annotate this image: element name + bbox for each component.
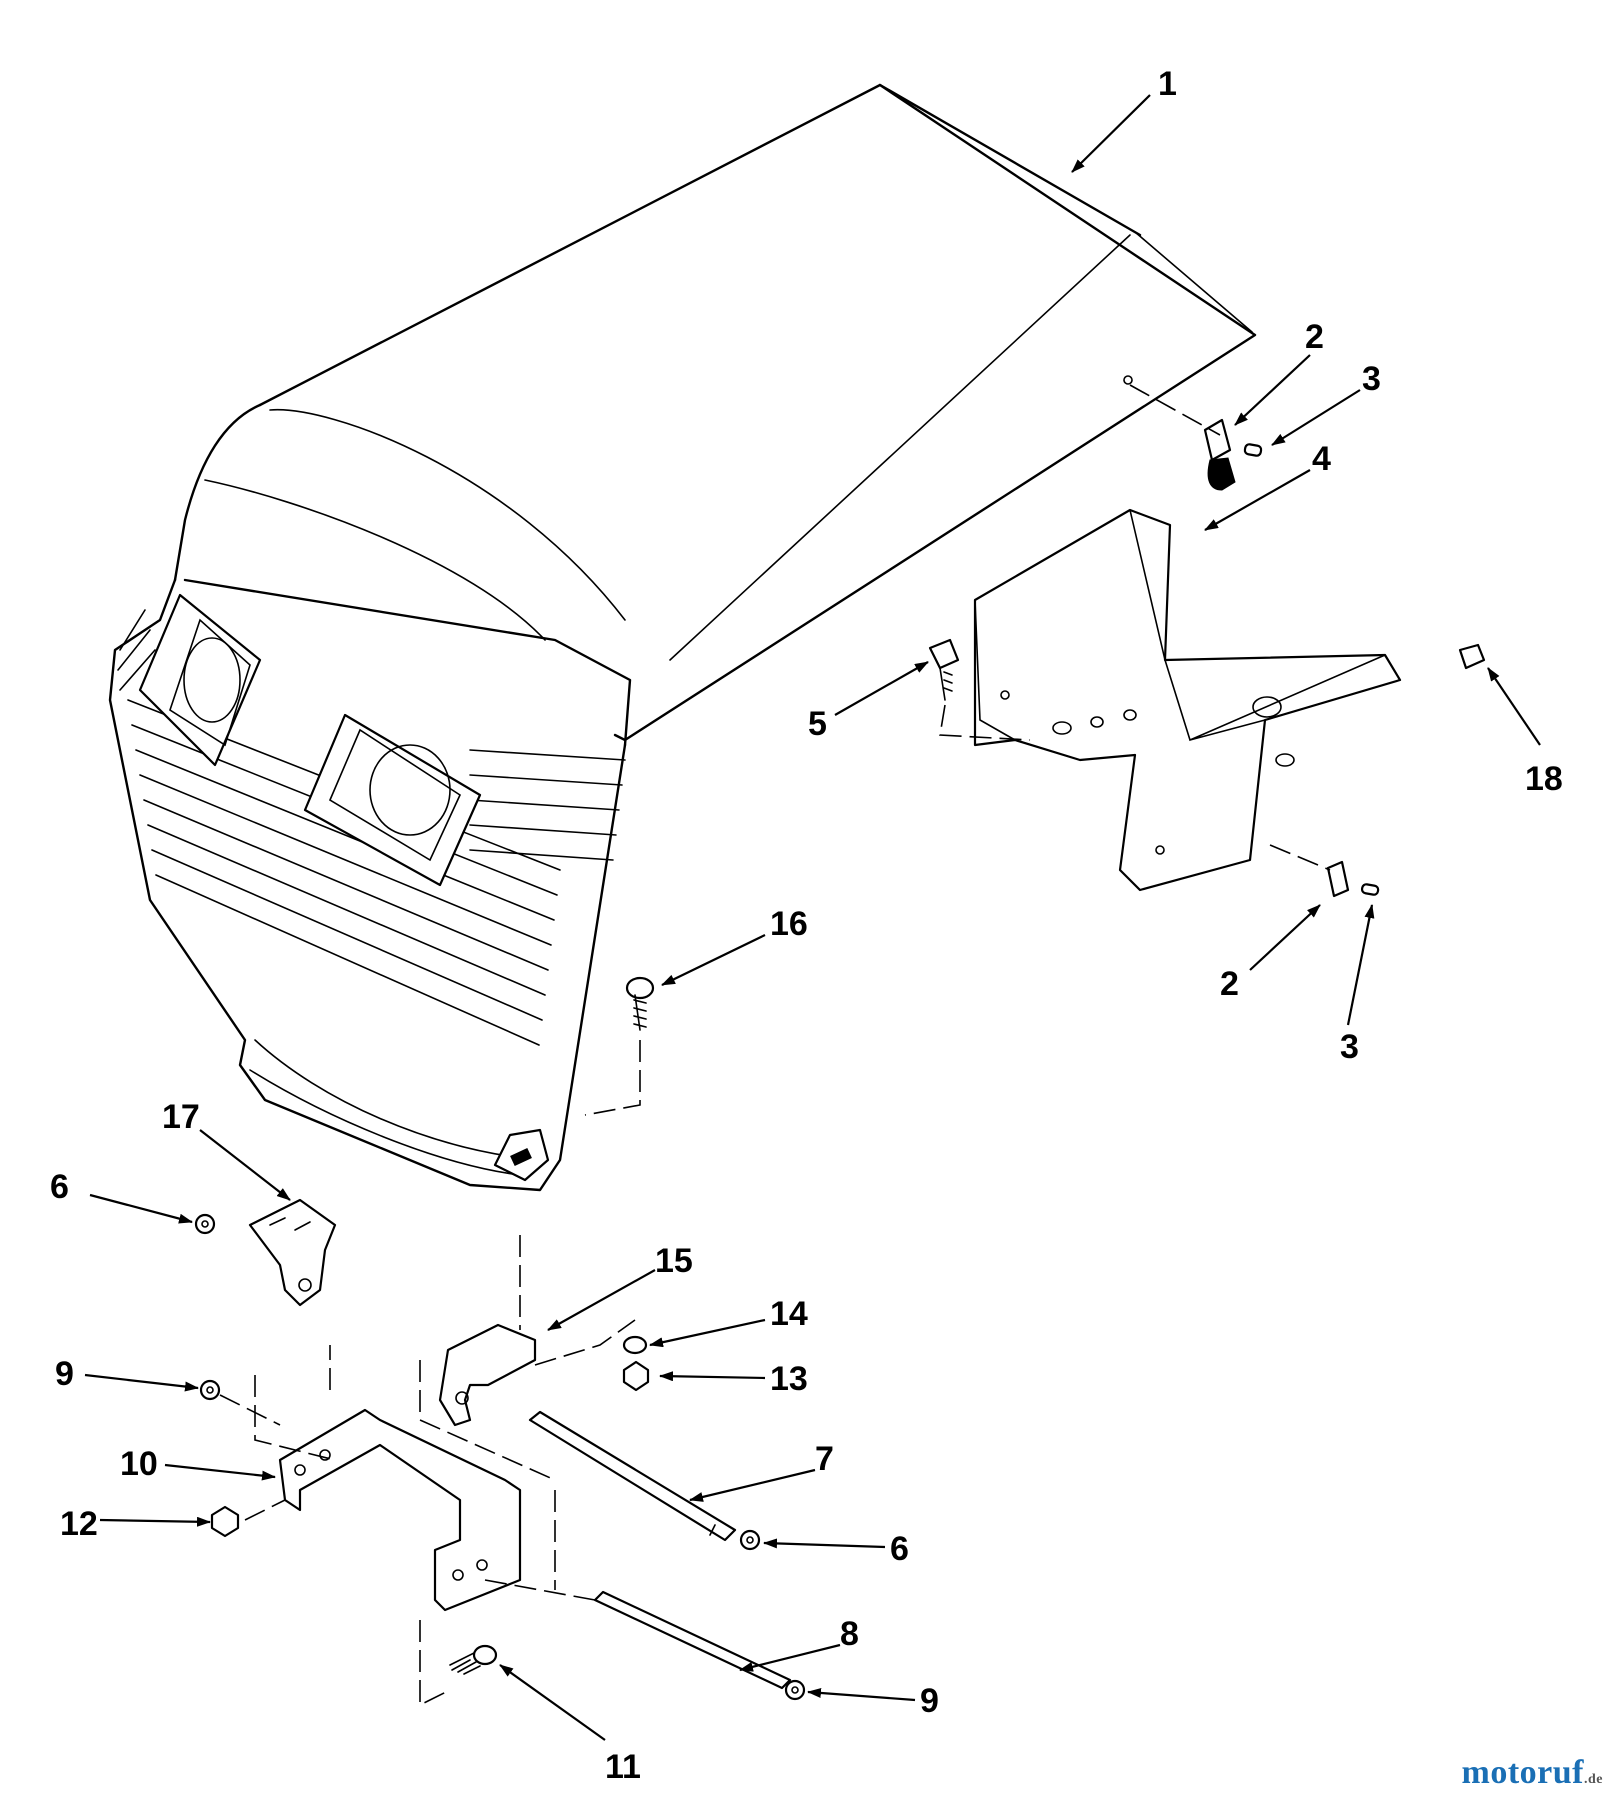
hood-bracket <box>973 508 1402 892</box>
callout-2-bottom: 2 <box>1220 965 1239 1003</box>
callout-1: 1 <box>1158 65 1177 103</box>
callout-11: 11 <box>605 1748 641 1786</box>
callout-2-top: 2 <box>1305 318 1324 356</box>
hood <box>108 83 1257 1192</box>
callout-labels: 1 2 3 4 5 18 2 3 16 17 6 15 14 13 9 10 7… <box>50 65 1563 1786</box>
callout-10: 10 <box>120 1445 158 1483</box>
callout-17: 17 <box>162 1098 200 1136</box>
callout-9-left: 9 <box>55 1355 74 1393</box>
callout-7: 7 <box>815 1440 834 1478</box>
callout-3-bottom: 3 <box>1340 1028 1359 1066</box>
callout-15: 15 <box>655 1242 693 1280</box>
callout-3-top: 3 <box>1362 360 1381 398</box>
callout-5: 5 <box>808 705 827 743</box>
callout-8: 8 <box>840 1615 859 1653</box>
hardware <box>194 375 1486 1707</box>
callout-16: 16 <box>770 905 808 943</box>
callout-12: 12 <box>60 1505 98 1543</box>
callout-6-left: 6 <box>50 1168 69 1206</box>
callout-14: 14 <box>770 1295 808 1333</box>
callout-4: 4 <box>1312 440 1331 478</box>
watermark-logo: motoruf.de <box>1462 1754 1603 1792</box>
leader-arrows <box>84 94 1541 1741</box>
callout-9-right: 9 <box>920 1682 939 1720</box>
watermark-main: motoruf <box>1461 1754 1584 1791</box>
callout-13: 13 <box>770 1360 808 1398</box>
callout-18: 18 <box>1525 760 1563 798</box>
callout-6-right: 6 <box>890 1530 909 1568</box>
watermark-suffix: .de <box>1584 1772 1603 1787</box>
